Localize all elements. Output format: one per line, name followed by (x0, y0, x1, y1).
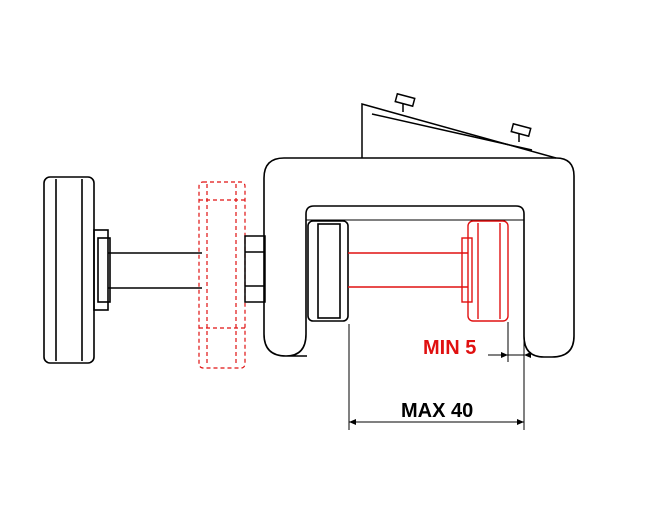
knob-alternate-position (198, 181, 246, 369)
top-mounting-plate (361, 92, 557, 159)
hex-nut (244, 235, 266, 303)
pressure-pad (307, 220, 349, 322)
min-label: MIN 5 (423, 337, 476, 359)
max-dimension (348, 324, 525, 430)
min-dimension (488, 322, 531, 362)
c-frame (263, 157, 575, 358)
threaded-rod (108, 252, 202, 289)
max-label: MAX 40 (401, 400, 473, 422)
spindle-alternate-position (348, 220, 509, 322)
hand-knob (43, 176, 111, 364)
